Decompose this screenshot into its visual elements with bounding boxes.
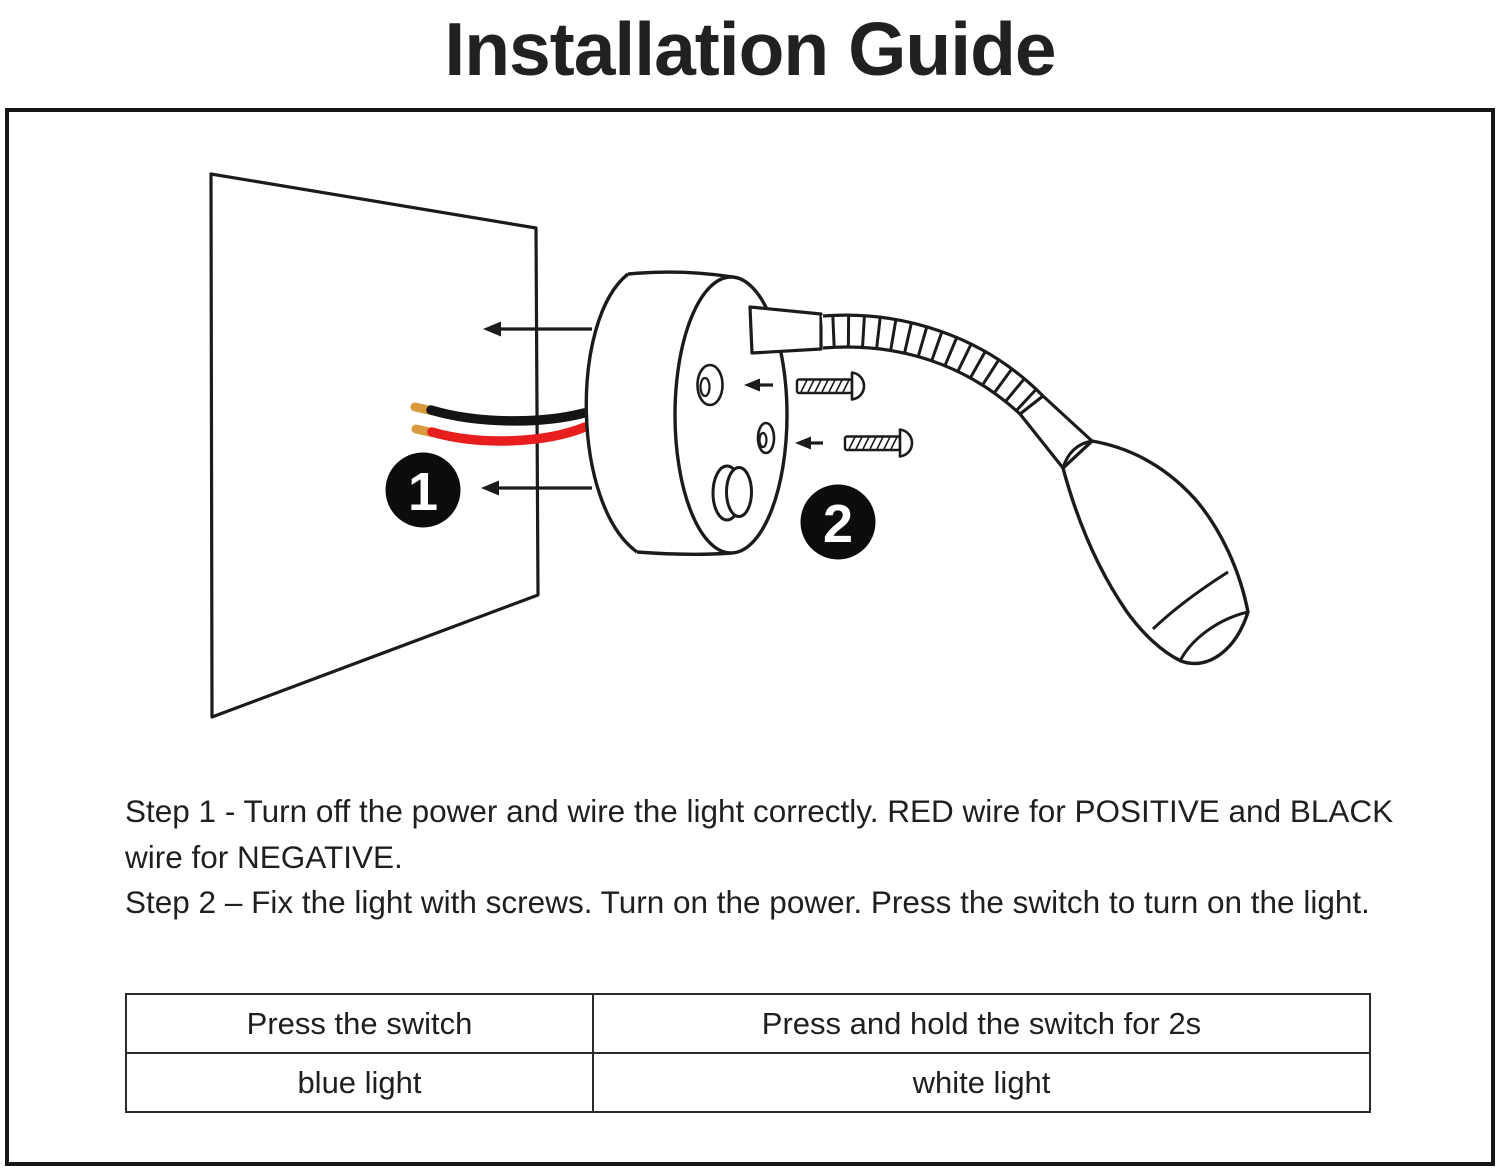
table-cell-result-blue: blue light [125,1052,594,1113]
table-row: Press the switch Press and hold the swit… [125,993,1372,1054]
table-cell-action-short: Press the switch [125,993,594,1054]
instruction-steps: Step 1 - Turn off the power and wire the… [125,789,1397,926]
table-row: blue light white light [125,1052,1372,1113]
content-frame [5,108,1495,1166]
switch-function-table: Press the switch Press and hold the swit… [125,993,1372,1113]
table-cell-action-long: Press and hold the switch for 2s [591,993,1372,1054]
step-1-text: Step 1 - Turn off the power and wire the… [125,793,1394,875]
step-2-text: Step 2 – Fix the light with screws. Turn… [125,884,1370,920]
table-cell-result-white: white light [591,1052,1372,1113]
page-title: Installation Guide [444,7,1056,91]
